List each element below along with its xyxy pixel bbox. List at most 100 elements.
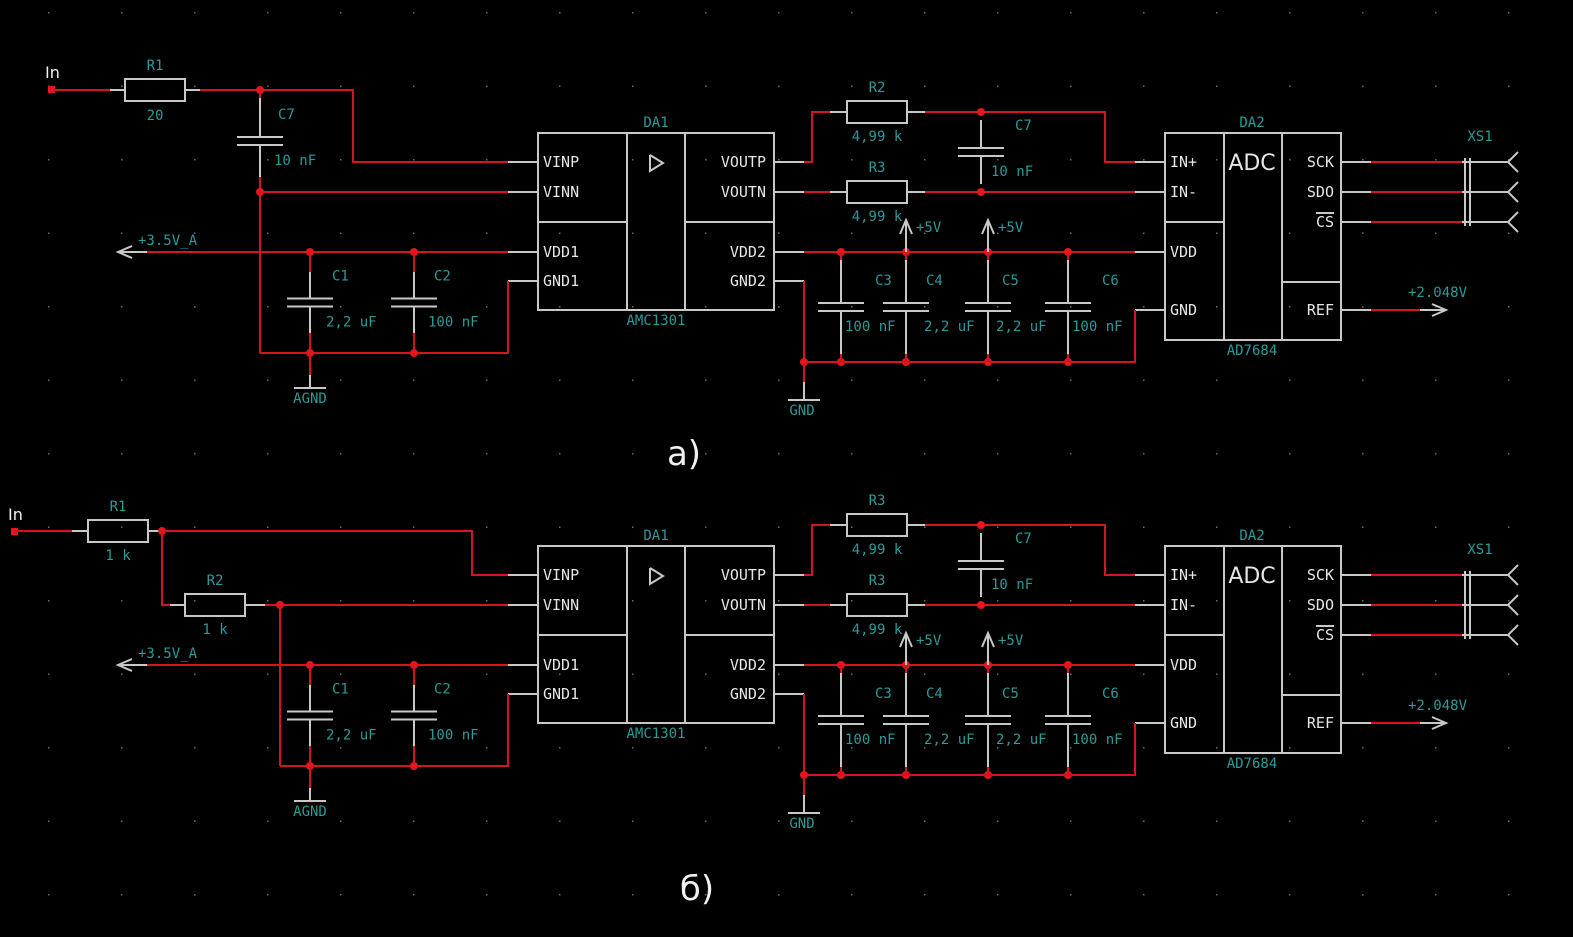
grid-dot (194, 232, 196, 234)
grid-dot (632, 747, 634, 749)
arrow-left-icon (115, 658, 133, 672)
grid-dot (924, 747, 926, 749)
grid-dot (778, 526, 780, 528)
grid-dot (997, 894, 999, 896)
resistor-body (184, 593, 246, 617)
grid-dot (413, 232, 415, 234)
grid-dot (851, 12, 853, 14)
grid-dot (778, 379, 780, 381)
grid-dot (705, 820, 707, 822)
grid-dot (340, 306, 342, 308)
grid-dot (1216, 673, 1218, 675)
grid-dot (48, 673, 50, 675)
grid-dot (851, 820, 853, 822)
grid-dot (778, 232, 780, 234)
grid-dot (340, 85, 342, 87)
grid-dot (1508, 526, 1510, 528)
arrow-up-icon (981, 217, 995, 235)
grid-dot (1435, 159, 1437, 161)
da1-pin-voutp: VOUTP (721, 566, 766, 584)
grid-dot (340, 12, 342, 14)
grid-dot (1508, 232, 1510, 234)
power-label: +5V (998, 633, 1024, 649)
resistor-value: 20 (147, 108, 164, 124)
resistor: R34,99 k (830, 573, 925, 638)
da2-pin-gnd: GND (1170, 301, 1197, 319)
grid-dot (1362, 747, 1364, 749)
cap-value: 100 nF (428, 728, 479, 744)
grid-dot (1362, 600, 1364, 602)
grid-dot (1143, 526, 1145, 528)
grid-dot (121, 820, 123, 822)
grid-dot (1143, 306, 1145, 308)
grid-dot (997, 85, 999, 87)
capacitor: C52,2 uF (965, 260, 1047, 354)
grid-dot (705, 306, 707, 308)
grid-dot (486, 85, 488, 87)
da1-pin-vdd2: VDD2 (730, 656, 766, 674)
grid-dot (559, 894, 561, 896)
grid-dot (997, 526, 999, 528)
grid-dot (705, 159, 707, 161)
cap-ref: C4 (926, 273, 943, 289)
da1-pin-vdd2: VDD2 (730, 243, 766, 261)
arrow-right-icon (1431, 716, 1449, 730)
adc-label: ADC (1228, 151, 1275, 176)
grid-dot (413, 820, 415, 822)
cap-value: 10 nF (991, 577, 1033, 593)
grid-dot (48, 820, 50, 822)
grid-dot (997, 747, 999, 749)
cap-ref: C2 (434, 682, 451, 698)
da1-ref: DA1 (643, 115, 668, 131)
grid-dot (924, 894, 926, 896)
connector-ref: XS1 (1467, 129, 1492, 145)
grid-dot (851, 673, 853, 675)
grid-dot (1070, 894, 1072, 896)
da2-part: AD7684 (1227, 756, 1278, 772)
cap-ref: C2 (434, 269, 451, 285)
grid-dot (486, 159, 488, 161)
grid-dot (48, 600, 50, 602)
grid-dot (121, 85, 123, 87)
da2-pin-ref: REF (1307, 714, 1334, 732)
wire (804, 111, 830, 163)
ref-voltage-label: +2.048V (1408, 698, 1468, 714)
da2-pin-sdo: SDO (1307, 596, 1334, 614)
grid-dot (705, 85, 707, 87)
resistor-value: 1 k (105, 548, 131, 564)
resistor-value: 4,99 k (852, 209, 903, 225)
grid-dot (1508, 306, 1510, 308)
cap-value: 2,2 uF (924, 319, 975, 335)
wire (803, 281, 1136, 363)
arrow-right-icon (1431, 303, 1449, 317)
agnd-label: AGND (293, 391, 327, 407)
grid-dot (340, 673, 342, 675)
grid-dot (851, 85, 853, 87)
grid-dot (340, 159, 342, 161)
wire (161, 531, 170, 606)
grid-dot (1216, 232, 1218, 234)
cap-value: 100 nF (1072, 732, 1123, 748)
grid-dot (1070, 379, 1072, 381)
wire (162, 530, 508, 576)
da1-pin-gnd1: GND1 (543, 685, 579, 703)
arrow-up-icon (981, 630, 995, 648)
da2-pin-sdo: SDO (1307, 183, 1334, 201)
cap-value: 2,2 uF (996, 319, 1047, 335)
grid-dot (924, 159, 926, 161)
grid-dot (1289, 747, 1291, 749)
grid-dot (194, 894, 196, 896)
grid-dot (121, 379, 123, 381)
grid-dot (1362, 159, 1364, 161)
grid-dot (632, 894, 634, 896)
grid-dot (705, 747, 707, 749)
grid-dot (851, 526, 853, 528)
cap-value: 2,2 uF (996, 732, 1047, 748)
grid-dot (997, 12, 999, 14)
grid-dot (851, 306, 853, 308)
resistor-value: 1 k (202, 622, 228, 638)
